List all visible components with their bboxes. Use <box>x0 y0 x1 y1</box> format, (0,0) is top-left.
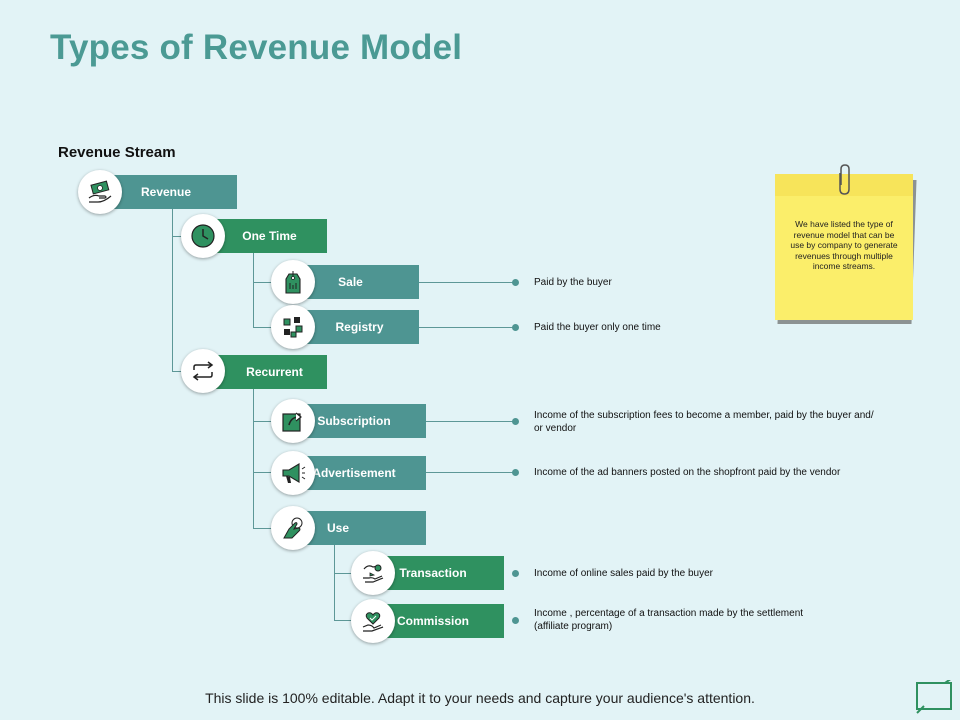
tree-line-level1 <box>172 209 173 372</box>
sticky-note: We have listed the type of revenue model… <box>775 174 913 320</box>
desc-sale: Paid by the buyer <box>534 277 612 288</box>
repeat-arrows-icon <box>192 361 214 381</box>
circle-recurrent <box>181 349 225 393</box>
circle-revenue <box>78 170 122 214</box>
circle-transaction <box>351 551 395 595</box>
connector-registry <box>419 327 515 328</box>
tree-branch-use <box>253 528 273 529</box>
dot-advertisement <box>512 469 519 476</box>
circle-registry <box>271 305 315 349</box>
tree-branch-registry <box>253 327 273 328</box>
blocks-icon <box>283 317 303 338</box>
connector-advertisement <box>426 472 515 473</box>
dot-commission <box>512 617 519 624</box>
heart-hand-icon <box>362 612 384 632</box>
desc-registry: Paid the buyer only one time <box>534 322 661 333</box>
money-hand-icon <box>88 180 112 203</box>
dot-sale <box>512 279 519 286</box>
circle-advertisement <box>271 451 315 495</box>
tree-line-recurrent <box>253 389 254 528</box>
dot-subscription <box>512 418 519 425</box>
tree-branch-one-time <box>172 236 184 237</box>
tree-branch-recurrent <box>172 371 184 372</box>
circle-subscription <box>271 399 315 443</box>
sticky-note-top <box>775 174 913 196</box>
footer-text: This slide is 100% editable. Adapt it to… <box>205 690 755 706</box>
share-arrow-icon <box>282 412 302 432</box>
clock-icon <box>191 224 215 248</box>
node-one-time: One Time <box>212 219 327 253</box>
paperclip-icon <box>839 164 850 195</box>
circle-one-time <box>181 214 225 258</box>
desc-transaction: Income of online sales paid by the buyer <box>534 568 713 579</box>
tree-branch-transaction <box>334 573 352 574</box>
tree-branch-commission <box>334 620 352 621</box>
dot-transaction <box>512 570 519 577</box>
section-subtitle: Revenue Stream <box>58 144 176 161</box>
desc-subscription: Income of the subscription fees to becom… <box>534 410 874 434</box>
tree-branch-subscription <box>253 421 273 422</box>
sticky-note-text: We have listed the type of revenue model… <box>790 219 898 271</box>
connector-subscription <box>426 421 515 422</box>
node-recurrent: Recurrent <box>212 355 327 389</box>
circle-sale <box>271 260 315 304</box>
page-title: Types of Revenue Model <box>50 28 463 67</box>
corner-frame-icon <box>916 680 952 714</box>
hand-touch-icon <box>283 517 303 539</box>
desc-advertisement: Income of the ad banners posted on the s… <box>534 467 841 478</box>
dot-registry <box>512 324 519 331</box>
megaphone-icon <box>282 463 306 483</box>
circle-commission <box>351 599 395 643</box>
circle-use <box>271 506 315 550</box>
hand-coin-icon <box>363 564 384 583</box>
tree-line-one-time <box>253 253 254 327</box>
tree-branch-sale <box>253 282 273 283</box>
price-tag-icon <box>285 271 301 294</box>
desc-commission: Income , percentage of a transaction mad… <box>534 608 804 632</box>
tree-line-use <box>334 545 335 621</box>
connector-sale <box>419 282 515 283</box>
tree-branch-advertisement <box>253 472 273 473</box>
